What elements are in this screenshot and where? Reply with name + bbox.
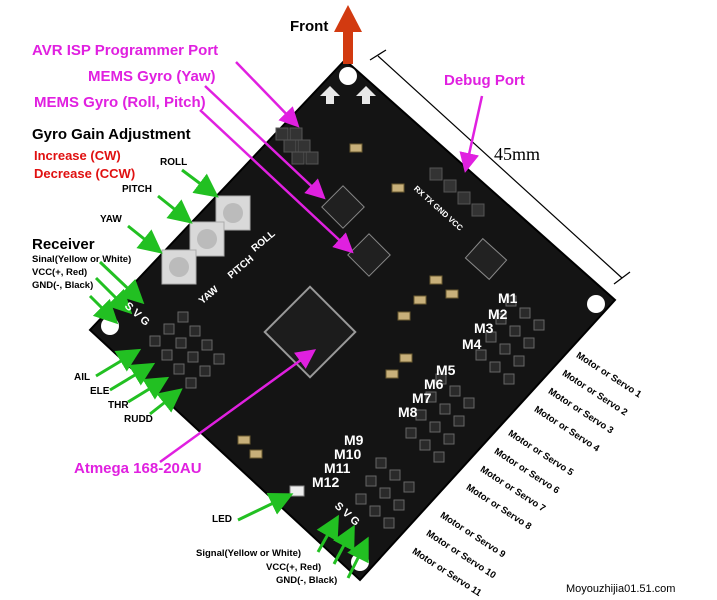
board-label-m2: M2 xyxy=(488,306,508,322)
motor-headers-9-12 xyxy=(355,457,415,529)
increase-label: Increase (CW) xyxy=(34,148,121,163)
smd-parts xyxy=(237,143,459,459)
out-signal-label: Signal(Yellow or White) xyxy=(196,548,302,559)
yaw-label: YAW xyxy=(100,214,122,225)
mount-hole xyxy=(339,67,357,85)
gyro-yaw-chip xyxy=(321,185,365,229)
debug-port-label: Debug Port xyxy=(444,72,525,89)
board-label-m5: M5 xyxy=(436,362,456,378)
watermark: Moyouzhijia01.51.com xyxy=(566,583,676,595)
out-gnd-label: GND(-, Black) xyxy=(276,575,338,586)
out-vcc-label: VCC(+, Red) xyxy=(266,562,322,573)
dimension-label: 45mm xyxy=(494,144,541,164)
atmega-label: Atmega 168-20AU xyxy=(74,460,202,477)
isp-header xyxy=(275,127,319,165)
board-label-m10: M10 xyxy=(334,446,362,462)
magenta-pointers xyxy=(159,61,484,464)
mount-hole xyxy=(587,295,605,313)
green-pointers xyxy=(88,168,369,579)
decrease-label: Decrease (CCW) xyxy=(34,166,136,181)
roll-label: ROLL xyxy=(160,157,188,168)
front-arrow-icon xyxy=(334,5,362,64)
receiver-headers xyxy=(149,311,225,389)
rx-gnd-label: GND(-, Black) xyxy=(32,280,94,291)
board-label-m9: M9 xyxy=(344,432,364,448)
board-label-m7: M7 xyxy=(412,390,432,406)
thr-label: THR xyxy=(108,400,129,411)
board-label-m4: M4 xyxy=(462,336,482,352)
led-component xyxy=(289,485,305,497)
board-label-m8: M8 xyxy=(398,404,418,420)
dimension-line xyxy=(369,49,631,285)
mount-hole xyxy=(101,317,119,335)
board xyxy=(88,58,617,582)
board-label-m12: M12 xyxy=(312,474,340,490)
debug-header xyxy=(429,167,485,217)
board-label-m1: M1 xyxy=(498,290,518,306)
front-label: Front xyxy=(290,18,329,35)
board-label-m3: M3 xyxy=(474,320,494,336)
regulator xyxy=(464,237,508,281)
board-arrow-icons xyxy=(320,86,376,104)
gyro-gain-label: Gyro Gain Adjustment xyxy=(32,126,191,143)
rx-signal-label: Sinal(Yellow or White) xyxy=(32,254,132,265)
gyro-yaw-label: MEMS Gyro (Yaw) xyxy=(88,68,216,85)
board-label-m6: M6 xyxy=(424,376,444,392)
motor-headers-1-4 xyxy=(475,295,545,385)
led-label: LED xyxy=(212,514,232,525)
gyro-rollpitch-chip xyxy=(347,233,391,277)
pitch-label: PITCH xyxy=(122,184,152,195)
ele-label: ELE xyxy=(90,386,110,397)
ail-label: AIL xyxy=(74,372,91,383)
gyro-rollpitch-label: MEMS Gyro (Roll, Pitch) xyxy=(34,94,206,111)
board-label-m11: M11 xyxy=(324,460,351,476)
motor-headers-5-8 xyxy=(405,373,475,463)
rx-vcc-label: VCC(+, Red) xyxy=(32,267,88,278)
avr-isp-label: AVR ISP Programmer Port xyxy=(32,42,219,59)
rudd-label: RUDD xyxy=(124,414,153,425)
gain-pots xyxy=(161,195,251,285)
receiver-label: Receiver xyxy=(32,236,95,253)
atmega-chip xyxy=(263,285,357,379)
